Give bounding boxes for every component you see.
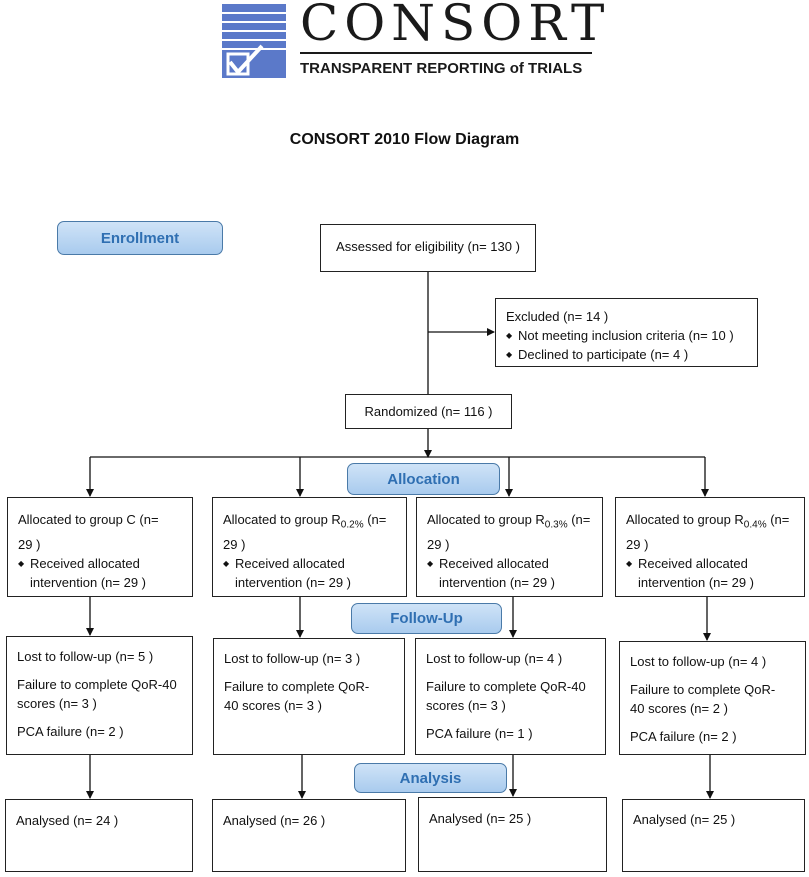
received-count: intervention (n= 29 )	[30, 574, 146, 590]
stage-analysis: Analysis	[354, 763, 507, 793]
allocation-box-r04: Allocated to group R0.4% (n= 29 ) Receiv…	[615, 497, 805, 597]
failure-count: 40 scores (n= 2 )	[630, 701, 728, 716]
allocation-count: 29 )	[18, 536, 41, 552]
failure-label: Failure to complete QoR-	[630, 682, 776, 697]
failure-count: scores (n= 3 )	[17, 696, 97, 711]
received-count: intervention (n= 29 )	[439, 574, 555, 590]
allocation-prefix: Allocated to group R	[427, 512, 545, 527]
allocation-box-c: Allocated to group C (n= 29 ) Received a…	[7, 497, 193, 597]
allocation-count: 29 )	[427, 536, 450, 552]
allocation-n-open: (n=	[770, 512, 790, 527]
received-count: intervention (n= 29 )	[638, 574, 754, 590]
received-label: Received allocated	[223, 554, 396, 573]
allocation-label: Allocated to group R0.2% (n=	[223, 510, 396, 535]
logo-rule	[300, 52, 592, 54]
pca-label: PCA failure (n= 2 )	[17, 724, 124, 739]
allocation-box-r03: Allocated to group R0.3% (n= 29 ) Receiv…	[416, 497, 603, 597]
lost-label: Lost to follow-up (n= 5 )	[17, 649, 154, 664]
randomized-label: Randomized (n= 116 )	[364, 404, 493, 419]
lost-label: Lost to follow-up (n= 4 )	[426, 651, 563, 666]
logo-tagline: TRANSPARENT REPORTING of TRIALS	[300, 60, 583, 77]
failure-label: Failure to complete QoR-40	[17, 677, 177, 692]
lost-label: Lost to follow-up (n= 4 )	[630, 654, 767, 669]
logo-wordmark: CONSORT	[300, 0, 611, 52]
analysed-box-r04: Analysed (n= 25 )	[622, 799, 805, 872]
stage-follow-up: Follow-Up	[351, 603, 502, 634]
pca-label: PCA failure (n= 2 )	[630, 729, 737, 744]
diagram-title: CONSORT 2010 Flow Diagram	[289, 131, 520, 148]
assessed-box: Assessed for eligibility (n= 130 )	[320, 224, 536, 272]
failure-label: Failure to complete QoR-	[224, 679, 370, 694]
analysed-box-c: Analysed (n= 24 )	[5, 799, 193, 872]
excluded-reason: Declined to participate (n= 4 )	[506, 345, 747, 364]
excluded-reason: Not meeting inclusion criteria (n= 10 )	[506, 326, 747, 345]
received-count: intervention (n= 29 )	[235, 574, 351, 590]
followup-box-r03: Lost to follow-up (n= 4 ) Failure to com…	[415, 638, 606, 755]
excluded-box: Excluded (n= 14 ) Not meeting inclusion …	[495, 298, 758, 367]
analysed-label: Analysed (n= 24 )	[16, 813, 119, 828]
allocation-label: Allocated to group R0.4% (n=	[626, 510, 794, 535]
consort-logo-mark	[222, 4, 286, 78]
allocation-n-open: (n=	[571, 512, 591, 527]
analysed-label: Analysed (n= 25 )	[429, 811, 532, 826]
allocation-subscript: 0.2%	[340, 519, 364, 531]
received-label: Received allocated	[626, 554, 794, 573]
randomized-box: Randomized (n= 116 )	[345, 394, 512, 429]
failure-count: 40 scores (n= 3 )	[224, 698, 322, 713]
failure-label: Failure to complete QoR-40	[426, 679, 586, 694]
assessed-label: Assessed for eligibility (n= 130 )	[336, 239, 520, 254]
stage-enrollment: Enrollment	[57, 221, 223, 255]
allocation-count: 29 )	[223, 536, 246, 552]
allocation-count: 29 )	[626, 536, 649, 552]
allocation-n-open: (n=	[367, 512, 387, 527]
allocation-prefix: Allocated to group R	[626, 512, 744, 527]
analysed-label: Analysed (n= 26 )	[223, 813, 326, 828]
pca-label: PCA failure (n= 1 )	[426, 726, 533, 741]
allocation-label: Allocated to group C (n=	[18, 510, 182, 535]
analysed-label: Analysed (n= 25 )	[633, 812, 736, 827]
allocation-subscript: 0.3%	[544, 519, 568, 531]
followup-box-r02: Lost to follow-up (n= 3 ) Failure to com…	[213, 638, 405, 755]
lost-label: Lost to follow-up (n= 3 )	[224, 651, 361, 666]
followup-box-r04: Lost to follow-up (n= 4 ) Failure to com…	[619, 641, 806, 755]
failure-count: scores (n= 3 )	[426, 698, 506, 713]
followup-box-c: Lost to follow-up (n= 5 ) Failure to com…	[6, 636, 193, 755]
allocation-subscript: 0.4%	[743, 519, 767, 531]
allocation-prefix: Allocated to group R	[223, 512, 341, 527]
received-label: Received allocated	[427, 554, 592, 573]
received-label: Received allocated	[18, 554, 182, 573]
allocation-prefix: Allocated to group C (n=	[18, 512, 159, 527]
consort-logo: CONSORT TRANSPARENT REPORTING of TRIALS	[222, 0, 604, 78]
excluded-title: Excluded (n= 14 )	[506, 309, 609, 324]
allocation-box-r02: Allocated to group R0.2% (n= 29 ) Receiv…	[212, 497, 407, 597]
stage-allocation: Allocation	[347, 463, 500, 495]
analysed-box-r02: Analysed (n= 26 )	[212, 799, 406, 872]
allocation-label: Allocated to group R0.3% (n=	[427, 510, 592, 535]
analysed-box-r03: Analysed (n= 25 )	[418, 797, 607, 872]
